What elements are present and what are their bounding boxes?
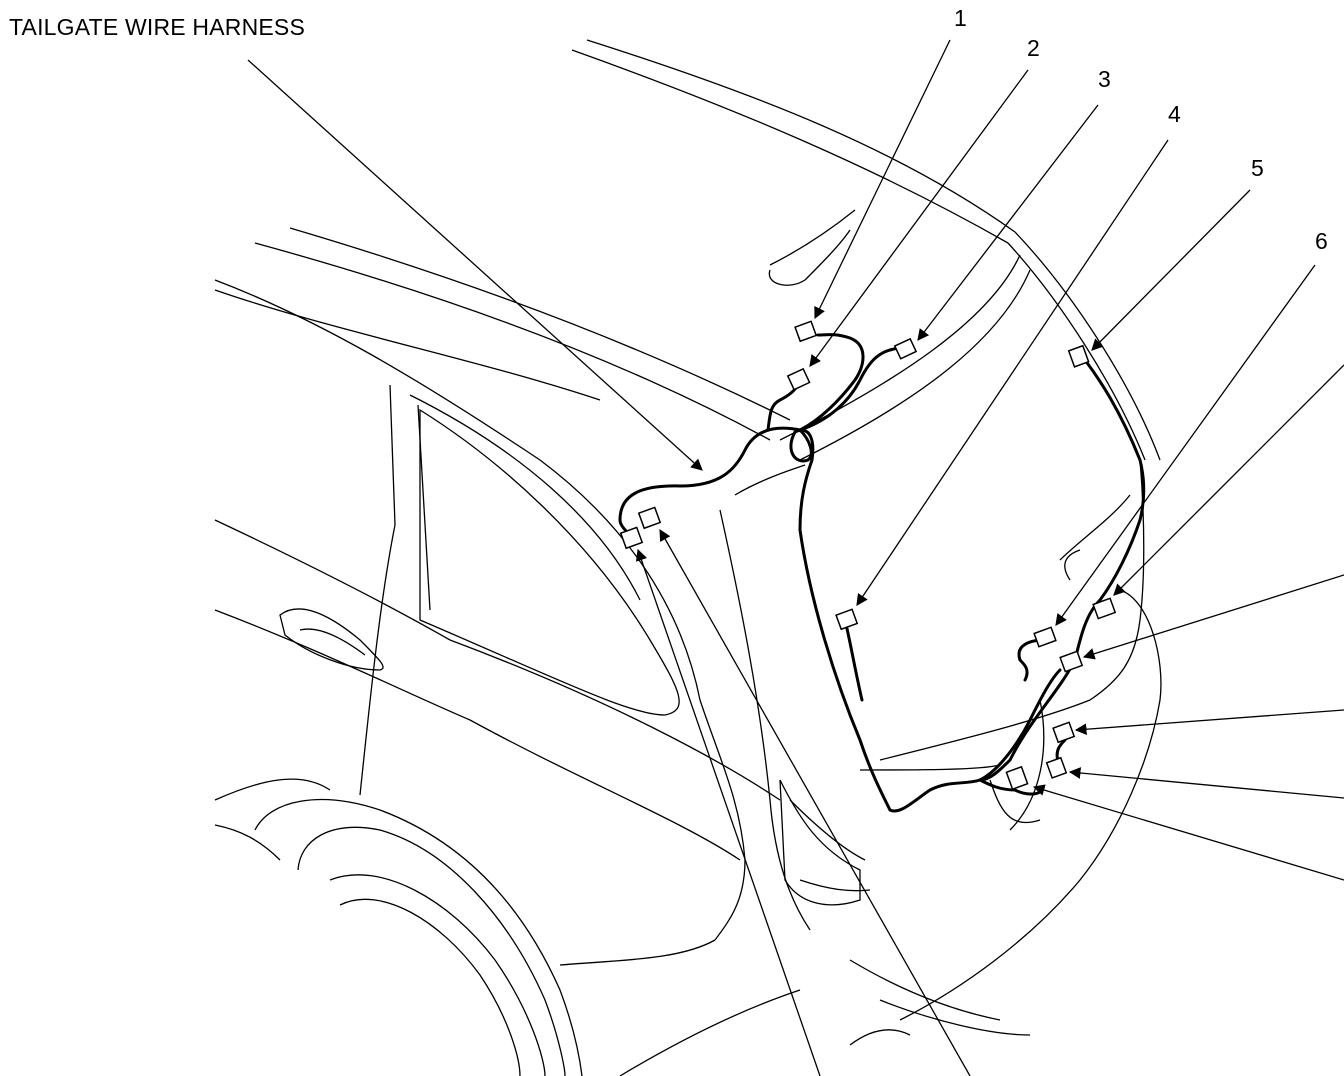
connector-4 xyxy=(835,608,859,631)
connector-5 xyxy=(1067,344,1090,368)
connector-1 xyxy=(794,320,818,343)
leader-6 xyxy=(1055,264,1316,626)
callout-4: 4 xyxy=(1168,101,1181,127)
leader-lines xyxy=(247,39,1344,1076)
connector-13 xyxy=(619,526,644,550)
leader-9 xyxy=(1074,709,1344,736)
connector-3 xyxy=(893,337,918,360)
connector-9 xyxy=(1052,721,1076,744)
leader-7 xyxy=(1113,364,1344,596)
leader-12 xyxy=(659,528,971,1076)
callout-6: 6 xyxy=(1315,228,1328,254)
leader-4 xyxy=(856,139,1169,606)
diagram-title: TAILGATE WIRE HARNESS xyxy=(9,14,306,40)
connector-10 xyxy=(1045,756,1068,779)
connector-6 xyxy=(1033,626,1057,648)
connector-11 xyxy=(1005,765,1029,791)
connector-7 xyxy=(1092,597,1117,620)
leader-1 xyxy=(814,39,951,320)
callout-2: 2 xyxy=(1027,35,1040,61)
leader-8 xyxy=(1082,574,1344,660)
connector-8 xyxy=(1059,650,1084,673)
connector-12 xyxy=(637,506,662,530)
leader-13 xyxy=(635,548,821,1076)
leader-10 xyxy=(1068,767,1344,799)
callout-5: 5 xyxy=(1251,155,1264,181)
callout-1: 1 xyxy=(954,5,967,31)
connector-2 xyxy=(786,367,811,391)
leader-title xyxy=(247,59,703,471)
callout-3: 3 xyxy=(1098,66,1111,92)
connectors xyxy=(619,320,1117,791)
leader-11 xyxy=(1032,784,1344,881)
leader-3 xyxy=(917,104,1099,341)
leader-2 xyxy=(809,69,1029,367)
vehicle-body-outline xyxy=(214,39,1162,1076)
leader-5 xyxy=(1091,189,1251,351)
